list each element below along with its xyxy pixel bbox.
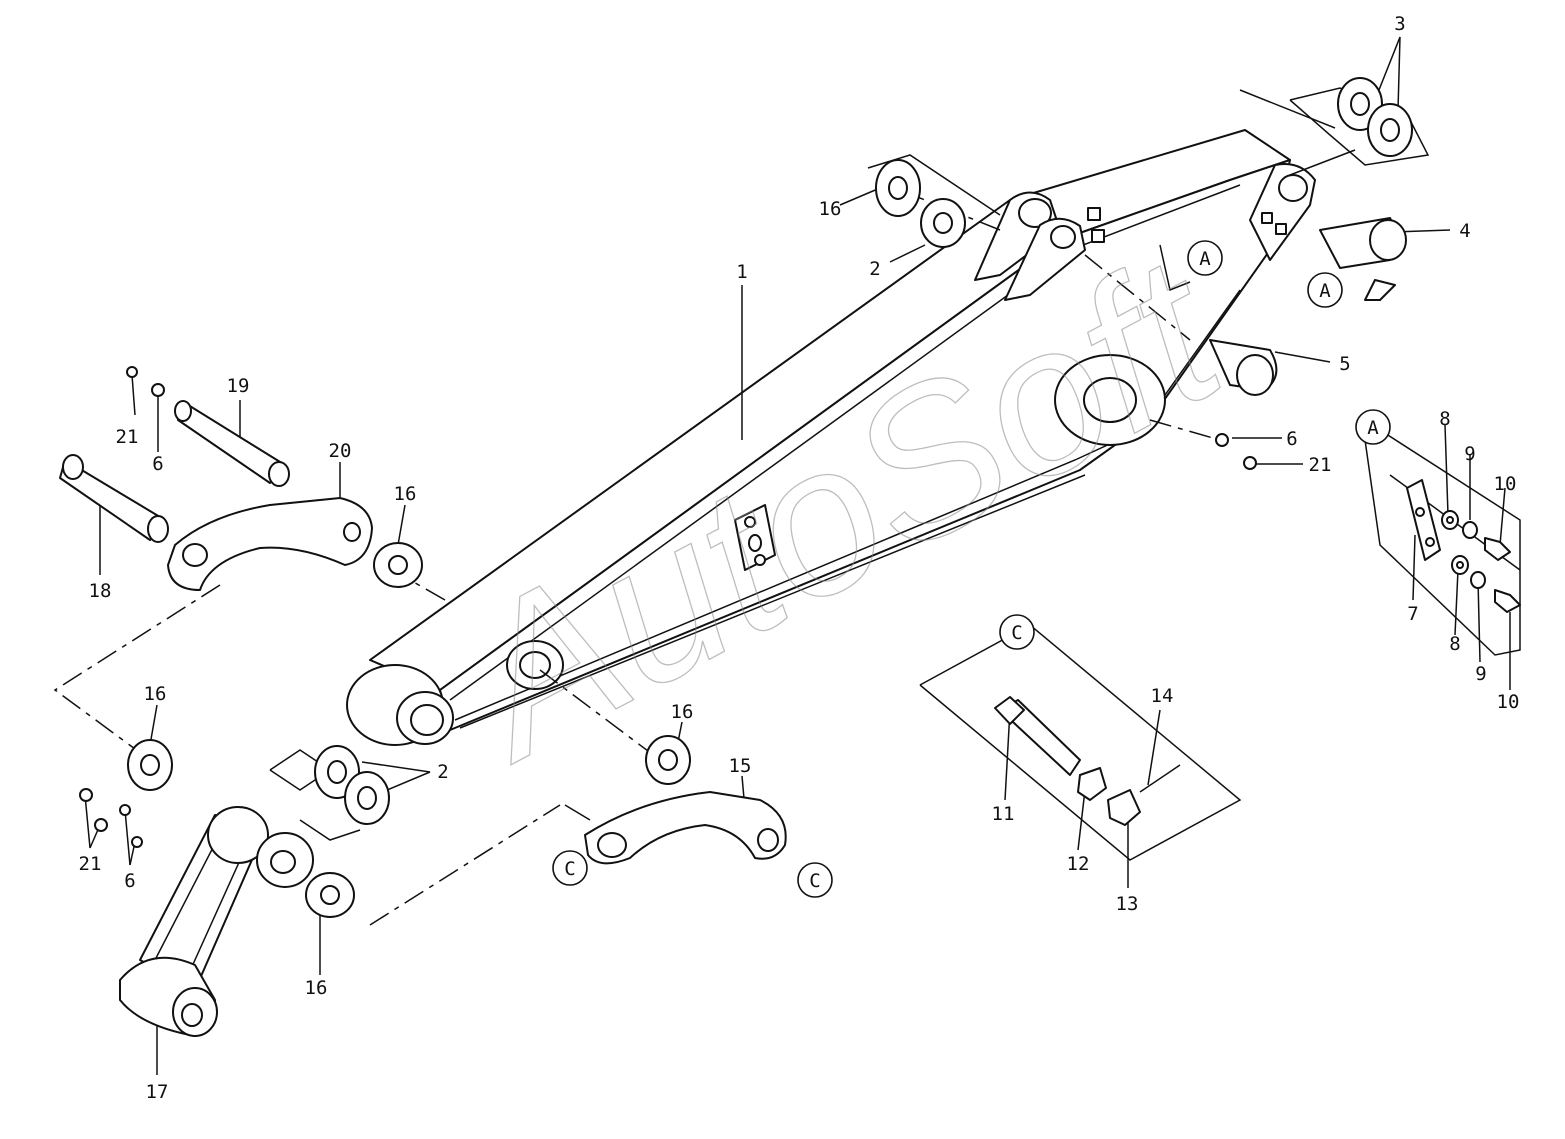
detail-ref-c: C bbox=[1011, 622, 1022, 644]
callouts: 1 16 2 3 4 5 6 21 21 6 19 20 16 18 16 2 … bbox=[79, 13, 1520, 1103]
callout-2: 2 bbox=[437, 761, 448, 783]
pins bbox=[59, 217, 1407, 848]
callout-10: 10 bbox=[1497, 691, 1520, 713]
callout-21: 21 bbox=[79, 853, 102, 875]
callout-7: 7 bbox=[1407, 603, 1418, 625]
detail-ref-c: C bbox=[809, 870, 820, 892]
callout-4: 4 bbox=[1459, 220, 1470, 242]
callout-16: 16 bbox=[144, 683, 167, 705]
callout-18: 18 bbox=[89, 580, 112, 602]
callout-19: 19 bbox=[227, 375, 250, 397]
callout-14: 14 bbox=[1151, 685, 1174, 707]
detail-ref-a: A bbox=[1199, 248, 1211, 270]
callout-9: 9 bbox=[1464, 443, 1475, 465]
link-20 bbox=[167, 497, 373, 591]
callout-21: 21 bbox=[1309, 454, 1332, 476]
callout-3: 3 bbox=[1394, 13, 1405, 35]
callout-9: 9 bbox=[1475, 663, 1486, 685]
callout-16: 16 bbox=[394, 483, 417, 505]
callout-10: 10 bbox=[1494, 473, 1517, 495]
callout-11: 11 bbox=[992, 803, 1015, 825]
callout-16: 16 bbox=[819, 198, 842, 220]
washers bbox=[127, 77, 1413, 918]
detail-c-parts bbox=[994, 696, 1181, 826]
callout-2: 2 bbox=[869, 258, 880, 280]
callout-13: 13 bbox=[1116, 893, 1139, 915]
callout-17: 17 bbox=[146, 1081, 169, 1103]
callout-21: 21 bbox=[116, 426, 139, 448]
callout-8: 8 bbox=[1449, 633, 1460, 655]
callout-6: 6 bbox=[152, 453, 163, 475]
callout-1: 1 bbox=[736, 261, 747, 283]
callout-20: 20 bbox=[329, 440, 352, 462]
callout-15: 15 bbox=[729, 755, 752, 777]
watermark: AutoSoft bbox=[421, 210, 1259, 804]
detail-ref-c: C bbox=[564, 858, 575, 880]
detail-a-parts bbox=[1406, 479, 1521, 613]
detail-ref-a: A bbox=[1319, 280, 1331, 302]
link-17 bbox=[119, 806, 314, 1037]
callout-8: 8 bbox=[1439, 408, 1450, 430]
link-15 bbox=[584, 791, 787, 865]
detail-ref-a: A bbox=[1367, 417, 1379, 439]
callout-5: 5 bbox=[1339, 353, 1350, 375]
detail-reference-markers: A A A C C C bbox=[552, 240, 1391, 898]
callout-16: 16 bbox=[305, 977, 328, 999]
callout-12: 12 bbox=[1067, 853, 1090, 875]
callout-16: 16 bbox=[671, 701, 694, 723]
arm-body bbox=[346, 129, 1316, 746]
callout-6: 6 bbox=[124, 870, 135, 892]
callout-6: 6 bbox=[1286, 428, 1297, 450]
